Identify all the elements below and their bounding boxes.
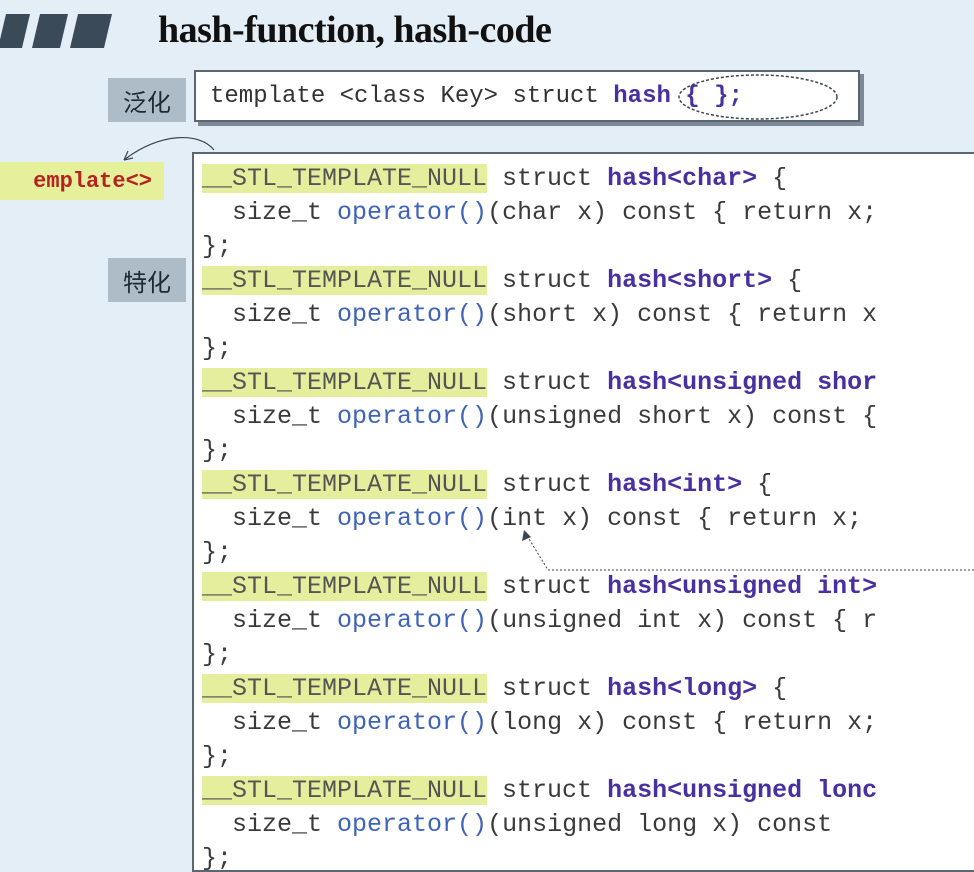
struct-declaration-line: __STL_TEMPLATE_NULL struct hash<long> { [202, 672, 787, 706]
specialization-name: hash<long> [607, 674, 758, 703]
closing-brace: }; [202, 844, 233, 872]
closing-brace: }; [202, 334, 233, 363]
struct-declaration-line: __STL_TEMPLATE_NULL struct hash<unsigned… [202, 774, 877, 808]
call-operator: operator() [337, 606, 488, 635]
specializations-code-block: __STL_TEMPLATE_NULL struct hash<char> { … [192, 152, 974, 872]
struct-keyword: struct [487, 572, 608, 601]
call-operator: operator() [337, 198, 488, 227]
closing-brace: }; [202, 640, 233, 669]
specialization-name: hash<unsigned lonc [607, 776, 878, 805]
specialization-name: hash<char> [607, 164, 758, 193]
struct-declaration-line: __STL_TEMPLATE_NULL struct hash<short> { [202, 264, 802, 298]
closing-line: }; [202, 332, 232, 366]
template-null-macro: __STL_TEMPLATE_NULL [202, 674, 488, 703]
open-brace: { [772, 266, 803, 295]
call-operator: operator() [337, 708, 488, 737]
template-specialization-tag: emplate<> [0, 162, 164, 200]
operator-line: size_t operator()(char x) const { return… [202, 196, 877, 230]
generic-label: 泛化 [108, 78, 186, 122]
generic-decl-name: hash { }; [613, 82, 743, 110]
closing-line: }; [202, 740, 232, 774]
return-type: size_t [202, 504, 338, 533]
closing-brace: }; [202, 538, 233, 567]
template-null-macro: __STL_TEMPLATE_NULL [202, 266, 488, 295]
template-null-macro: __STL_TEMPLATE_NULL [202, 368, 488, 397]
return-type: size_t [202, 708, 338, 737]
struct-keyword: struct [487, 674, 608, 703]
struct-declaration-line: __STL_TEMPLATE_NULL struct hash<unsigned… [202, 570, 877, 604]
call-operator: operator() [337, 504, 488, 533]
operator-body: (long x) const { return x; [487, 708, 878, 737]
specialization-name: hash<int> [607, 470, 743, 499]
struct-keyword: struct [487, 266, 608, 295]
open-brace: { [757, 164, 788, 193]
closing-line: }; [202, 536, 232, 570]
template-null-macro: __STL_TEMPLATE_NULL [202, 470, 488, 499]
operator-body: (unsigned short x) const { [487, 402, 878, 431]
struct-keyword: struct [487, 470, 608, 499]
generic-decl-prefix: template <class Key> struct [210, 82, 614, 110]
struct-keyword: struct [487, 368, 608, 397]
operator-body: (char x) const { return x; [487, 198, 878, 227]
operator-body: (unsigned int x) const { r [487, 606, 878, 635]
template-null-macro: __STL_TEMPLATE_NULL [202, 776, 488, 805]
operator-line: size_t operator()(short x) const { retur… [202, 298, 877, 332]
operator-line: size_t operator()(unsigned short x) cons… [202, 400, 877, 434]
closing-line: }; [202, 842, 233, 872]
operator-line: size_t operator()(unsigned int x) const … [202, 604, 877, 638]
hash-highlight-oval [678, 74, 838, 120]
specialization-name: hash<unsigned int> [607, 572, 878, 601]
title-decoration [0, 14, 112, 48]
specialization-name: hash<short> [607, 266, 773, 295]
operator-body: (unsigned long x) const [487, 810, 833, 839]
closing-line: }; [202, 230, 232, 264]
template-null-macro: __STL_TEMPLATE_NULL [202, 572, 488, 601]
operator-line: size_t operator()(long x) const { return… [202, 706, 877, 740]
generic-template-declaration: template <class Key> struct hash { }; [194, 70, 860, 122]
specialization-name: hash<unsigned shor [607, 368, 878, 397]
call-operator: operator() [337, 402, 488, 431]
return-type: size_t [202, 402, 338, 431]
closing-line: }; [202, 638, 232, 672]
closing-line: }; [202, 434, 232, 468]
template-null-macro: __STL_TEMPLATE_NULL [202, 164, 488, 193]
struct-keyword: struct [487, 776, 608, 805]
closing-brace: }; [202, 742, 233, 771]
call-operator: operator() [337, 810, 488, 839]
struct-keyword: struct [487, 164, 608, 193]
operator-line: size_t operator()(int x) const { return … [202, 502, 862, 536]
struct-declaration-line: __STL_TEMPLATE_NULL struct hash<char> { [202, 162, 787, 196]
call-operator: operator() [337, 300, 488, 329]
return-type: size_t [202, 300, 338, 329]
return-type: size_t [202, 810, 338, 839]
open-brace: { [757, 674, 788, 703]
operator-body: (short x) const { return x [487, 300, 878, 329]
specialized-label: 特化 [108, 258, 186, 302]
operator-body: (int x) const { return x; [487, 504, 863, 533]
struct-declaration-line: __STL_TEMPLATE_NULL struct hash<unsigned… [202, 366, 877, 400]
closing-brace: }; [202, 232, 233, 261]
open-brace: { [742, 470, 773, 499]
return-type: size_t [202, 606, 338, 635]
page-title: hash-function, hash-code [158, 9, 552, 51]
operator-line: size_t operator()(unsigned long x) const [202, 808, 832, 842]
return-type: size_t [202, 198, 338, 227]
struct-declaration-line: __STL_TEMPLATE_NULL struct hash<int> { [202, 468, 772, 502]
closing-brace: }; [202, 436, 233, 465]
